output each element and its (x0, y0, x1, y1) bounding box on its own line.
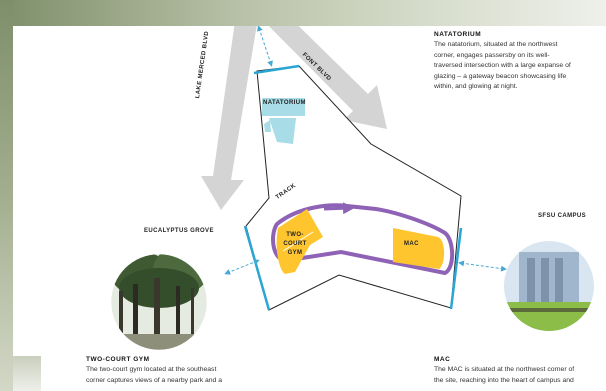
natatorium-connector (257, 26, 273, 67)
text-line: glazing – a gateway beacon showcasing li… (434, 72, 567, 80)
mac-heading: MAC (434, 356, 451, 363)
lake-merced-arrow (201, 26, 257, 210)
east-edge (449, 227, 463, 310)
text-line: within, and glowing at night. (434, 83, 518, 91)
two-court-gym-label: TWO-COURT GYM (283, 232, 307, 256)
eucalyptus-label: EUCALYPTUS GROVE (144, 228, 214, 234)
natatorium-pool-2 (269, 118, 296, 144)
mac-paragraph: The MAC is situated at the northwest cor… (434, 365, 606, 386)
text-line: corner captures views of a nearby park a… (86, 376, 223, 384)
north-edge (253, 64, 300, 75)
gym-heading: TWO-COURT GYM (86, 356, 150, 363)
frame-left (0, 0, 13, 391)
text-line: traversed intersection with a large expa… (434, 62, 571, 70)
frame-strip (13, 356, 43, 391)
grove-connector (224, 259, 260, 275)
campus-connector (458, 260, 507, 272)
text-line: corner, engages passersby on its well- (434, 51, 550, 59)
site-plan (110, 26, 594, 351)
two-court-gym-building (276, 209, 323, 274)
eucalyptus-grove-photo (111, 254, 207, 350)
text-line: The natatorium, situated at the northwes… (434, 41, 558, 48)
natatorium-paragraph: The natatorium, situated at the northwes… (434, 40, 606, 93)
natatorium-pool-3 (264, 120, 271, 132)
natatorium-map-label: NATATORIUM (263, 100, 306, 106)
text-line: The two-court gym located at the southea… (86, 366, 217, 373)
font-blvd-arrow (268, 26, 387, 129)
text-line: The MAC is situated at the northwest cor… (434, 366, 575, 373)
mac-map-label: MAC (404, 241, 419, 247)
natatorium-heading: NATATORIUM (434, 31, 482, 38)
sfsu-campus-photo (504, 241, 594, 331)
mac-building (393, 228, 445, 269)
natatorium-pool (262, 98, 305, 116)
diagram-page: LAKE MERCED BLVD FONT BLVD NATATORIUM TR… (41, 26, 606, 391)
frame-top (0, 0, 606, 26)
sfsu-label: SFSU CAMPUS (538, 213, 587, 219)
text-line: the site, reaching into the heart of cam… (434, 376, 574, 384)
gym-paragraph: The two-court gym located at the southea… (86, 365, 266, 386)
